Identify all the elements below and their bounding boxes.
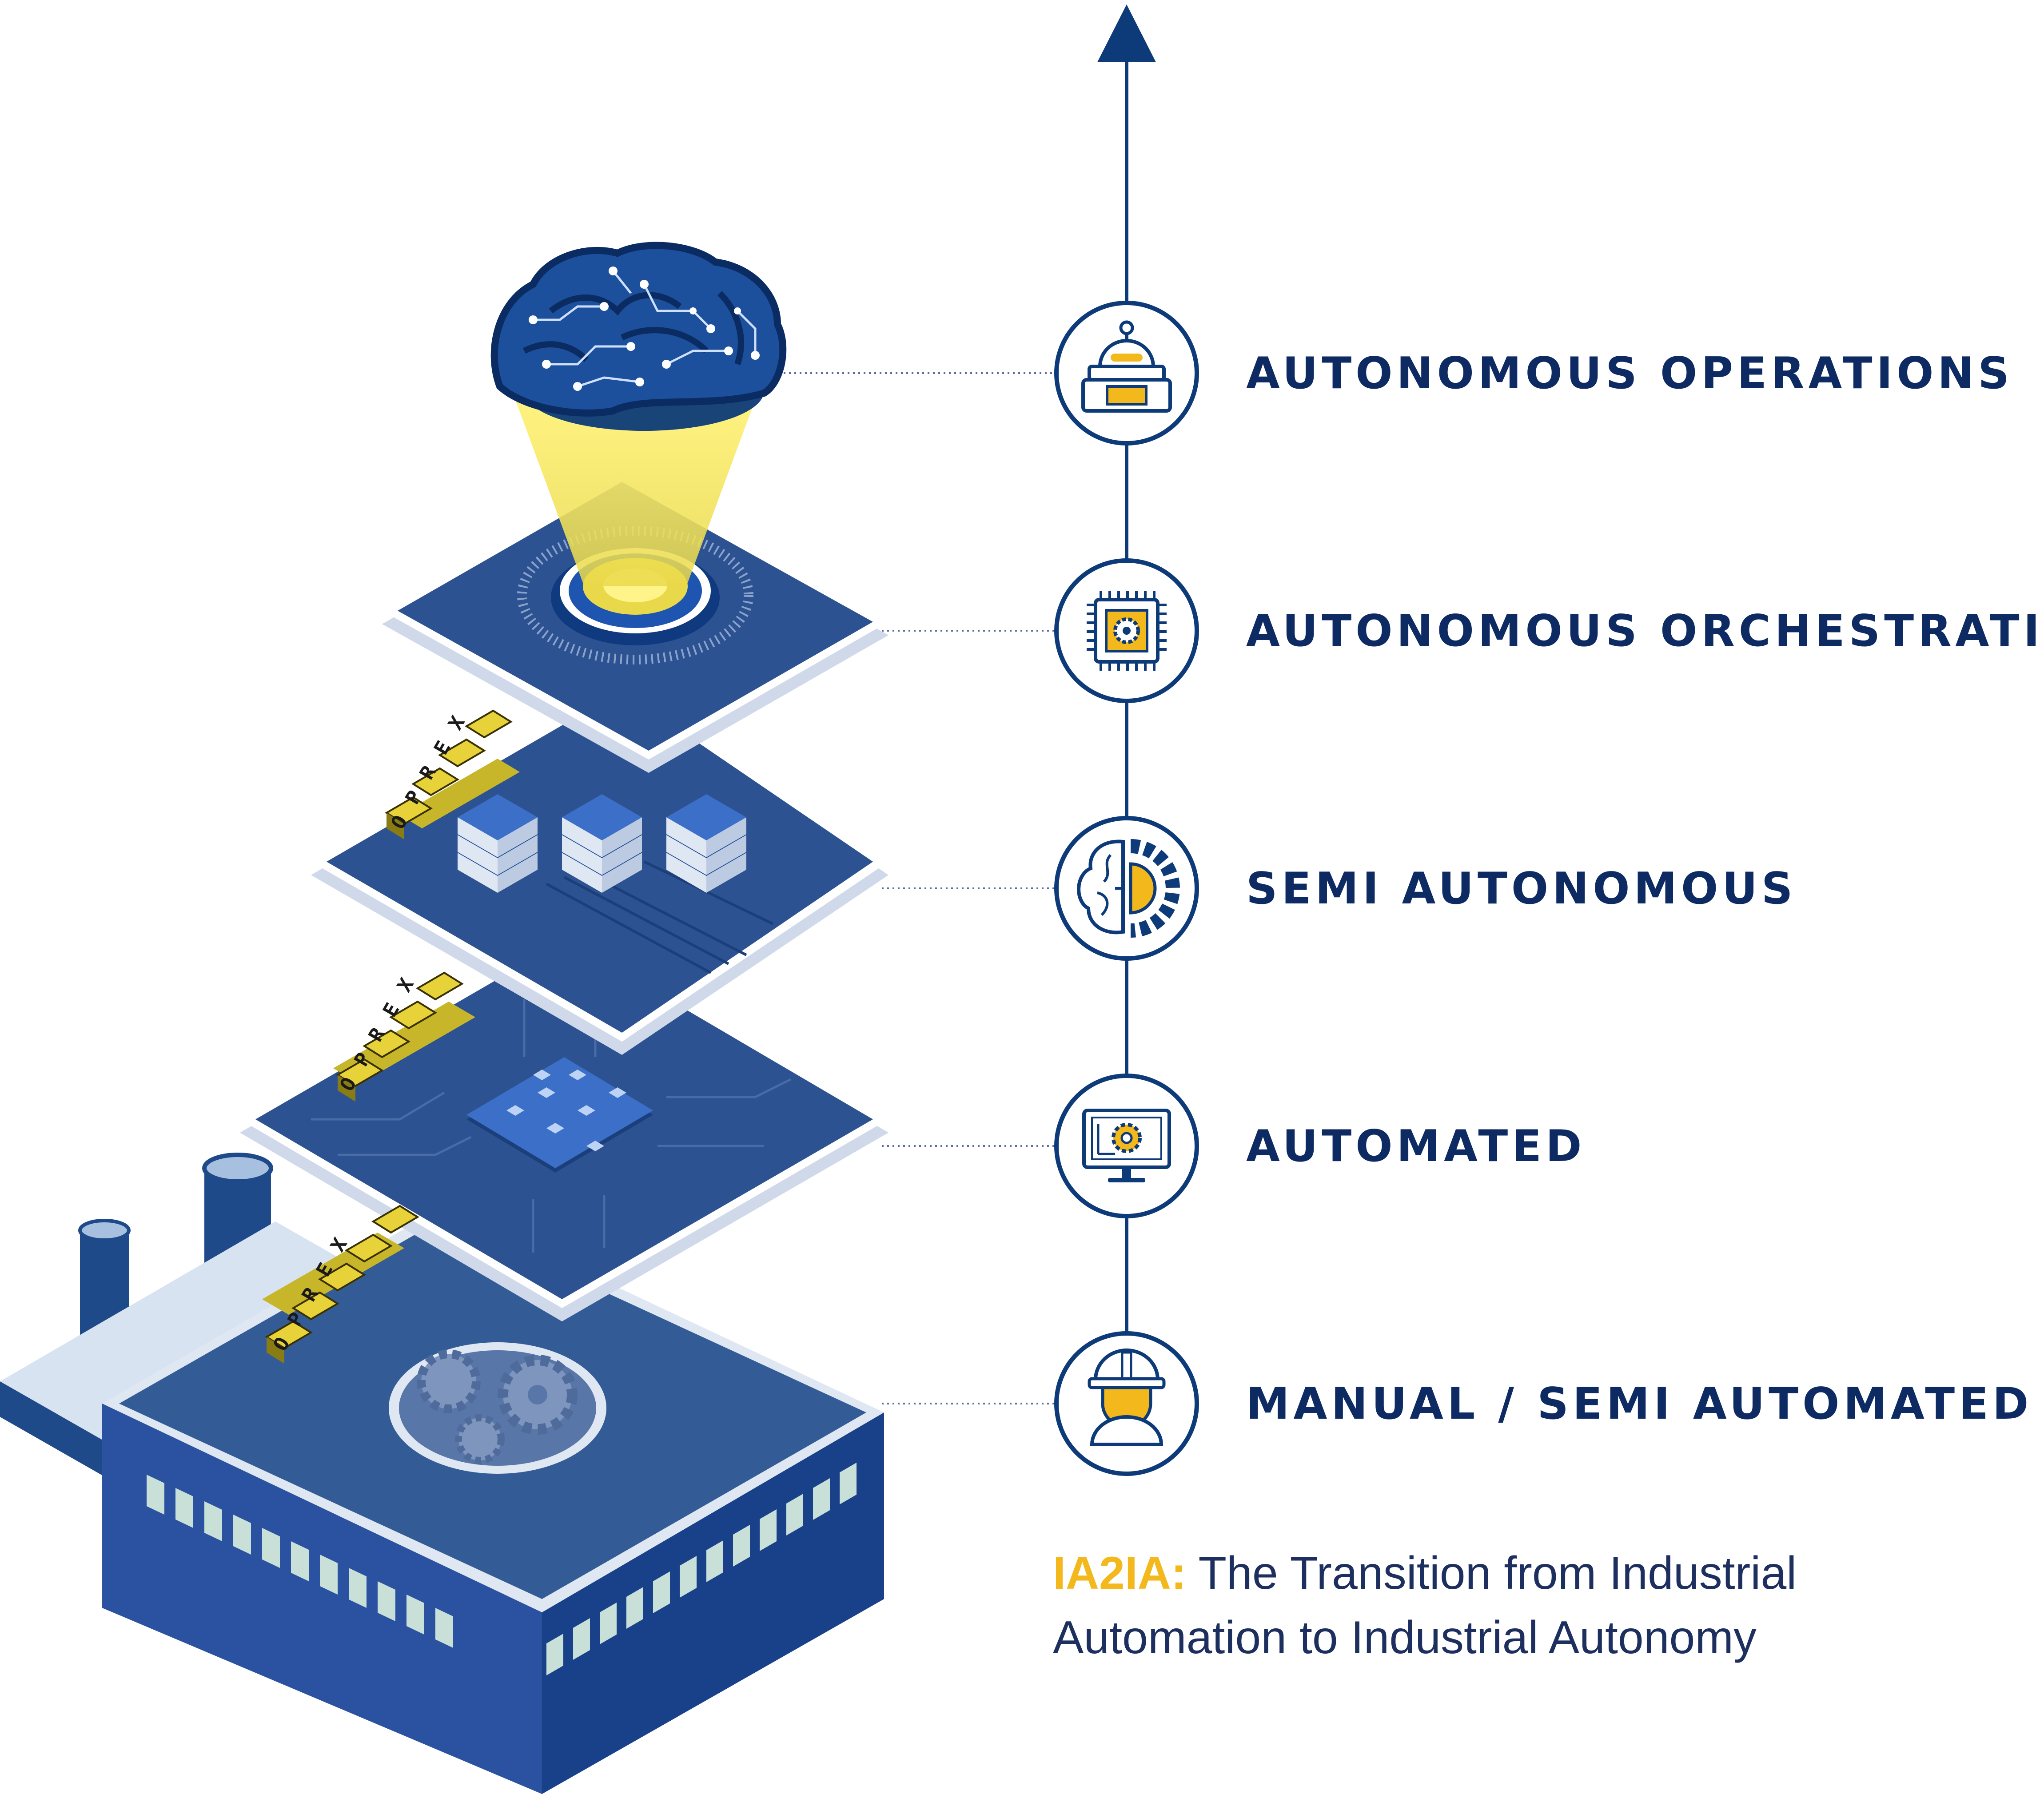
arrow-up-icon — [1097, 4, 1156, 62]
level-label-manual-semi-automated: MANUAL / SEMI AUTOMATED — [1246, 1379, 2033, 1429]
light-beam — [515, 400, 755, 586]
platform-semi-autonomous — [311, 682, 889, 1055]
caption: IA2IA: The Transition from Industrial Au… — [1053, 1541, 2008, 1670]
level-label-autonomous-operations: AUTONOMOUS OPERATIONS — [1246, 348, 2013, 399]
server-stack-1 — [458, 794, 538, 893]
level-label-automated: AUTOMATED — [1246, 1121, 1586, 1172]
caption-line-1: The Transition from Industrial — [1198, 1547, 1797, 1599]
brain-gear-icon — [1054, 816, 1199, 961]
platform-orchestration — [382, 473, 889, 773]
monitor-gear-icon — [1054, 1074, 1199, 1218]
server-stack-3 — [666, 794, 746, 893]
level-label-autonomous-orchestration: AUTONOMOUS ORCHESTRATION — [1246, 606, 2044, 656]
worker-icon — [1054, 1331, 1199, 1476]
chip-gear-icon — [1054, 558, 1199, 703]
caption-prefix: IA2IA: — [1053, 1547, 1187, 1599]
factory-base — [0, 1153, 884, 1794]
level-label-semi-autonomous: SEMI AUTONOMOUS — [1246, 863, 1797, 914]
connector-lines — [773, 372, 1055, 1404]
server-stack-2 — [562, 794, 642, 893]
robot-icon — [1054, 301, 1199, 446]
factory-windows — [147, 1463, 857, 1675]
brain-icon — [490, 242, 787, 431]
caption-line-2: Automation to Industrial Autonomy — [1053, 1612, 1757, 1663]
